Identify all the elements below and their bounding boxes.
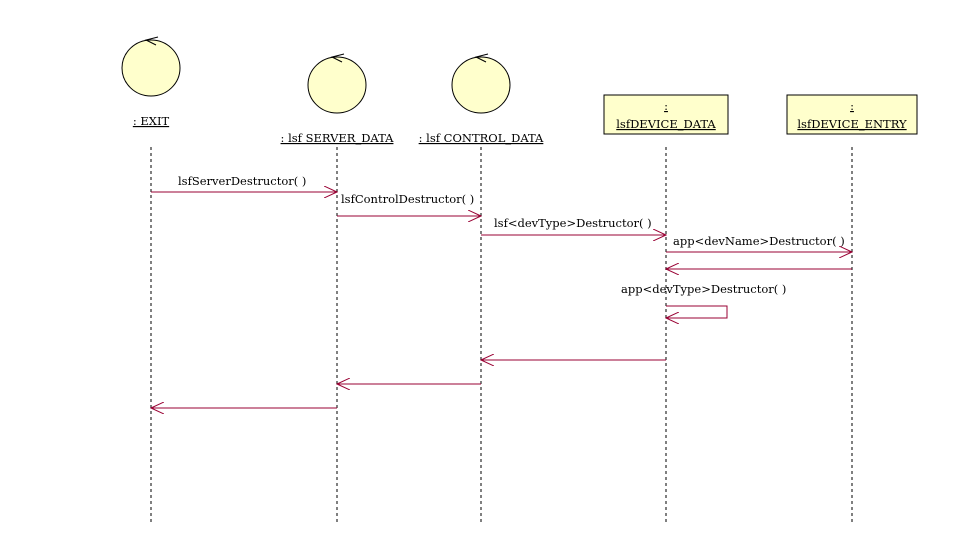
object-box [603, 94, 729, 135]
participant-exit[interactable]: : EXIT [121, 36, 181, 128]
control-arrow-icon [474, 53, 489, 63]
control-object-icon [307, 56, 367, 114]
object-box [786, 94, 918, 135]
control-object-icon [121, 39, 181, 97]
message-label: lsfServerDestructor( ) [178, 174, 306, 188]
message-label: lsf<devType>Destructor( ) [494, 216, 652, 230]
self-message-arrow[interactable] [666, 305, 728, 318]
message-label: app<devName>Destructor( ) [673, 234, 845, 248]
participant-control-data[interactable]: : lsf CONTROL_DATA [419, 53, 544, 145]
control-object-icon [451, 56, 511, 114]
control-arrow-icon [330, 53, 345, 63]
participant-server-data[interactable]: : lsf SERVER_DATA [281, 53, 395, 145]
participant-device-entry[interactable]: : lsfDEVICE_ENTRY [786, 94, 918, 135]
participant-label: : lsf CONTROL_DATA [419, 131, 544, 145]
participant-device-data[interactable]: : lsfDEVICE_DATA [603, 94, 729, 135]
control-arrow-icon [144, 36, 159, 46]
participant-label: : lsf SERVER_DATA [281, 131, 395, 145]
participant-label-line1: : [664, 99, 668, 113]
message-label: app<devType>Destructor( ) [621, 282, 786, 296]
participant-label-line2: lsfDEVICE_ENTRY [797, 117, 907, 131]
message-label: lsfControlDestructor( ) [341, 192, 474, 206]
participant-label-line1: : [850, 99, 854, 113]
participant-label: : EXIT [133, 114, 170, 128]
participant-label-line2: lsfDEVICE_DATA [616, 117, 716, 131]
